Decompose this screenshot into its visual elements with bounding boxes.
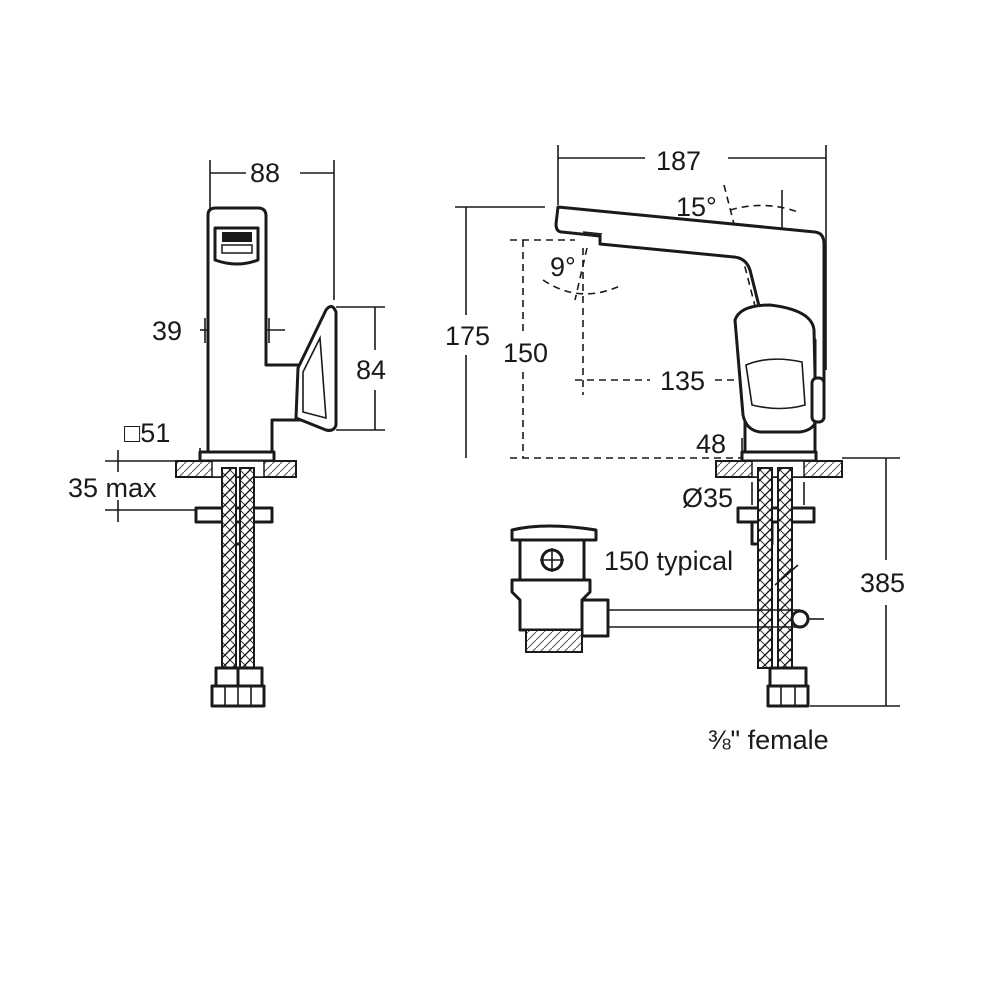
lever-side	[294, 305, 338, 432]
dim-135: 135	[660, 366, 705, 396]
side-view: 88 39 84 □51 35 max	[68, 158, 386, 708]
dim-three-eighths-female: ⅜" female	[708, 725, 829, 755]
dim-9-degree: 9°	[550, 252, 576, 282]
dim-39: 39	[152, 316, 182, 346]
front-view: 187 15° 9° 175 150 135 48 Ø35 150 typica…	[445, 145, 905, 755]
dim-15-degree: 15°	[676, 192, 717, 222]
dim-150-typical: 150 typical	[604, 546, 733, 576]
dim-84: 84	[356, 355, 386, 385]
tap-body-side	[206, 206, 302, 457]
dim-187: 187	[656, 146, 701, 176]
pop-up-waste	[510, 524, 610, 653]
dim-diameter-35: Ø35	[682, 483, 733, 513]
dim-square-51: □51	[124, 418, 170, 448]
spout-front	[554, 205, 826, 392]
dim-48: 48	[696, 429, 726, 459]
dim-385: 385	[860, 568, 905, 598]
dim-150: 150	[503, 338, 548, 368]
dim-88: 88	[250, 158, 280, 188]
dim-175: 175	[445, 321, 490, 351]
dim-35-max: 35 max	[68, 473, 157, 503]
